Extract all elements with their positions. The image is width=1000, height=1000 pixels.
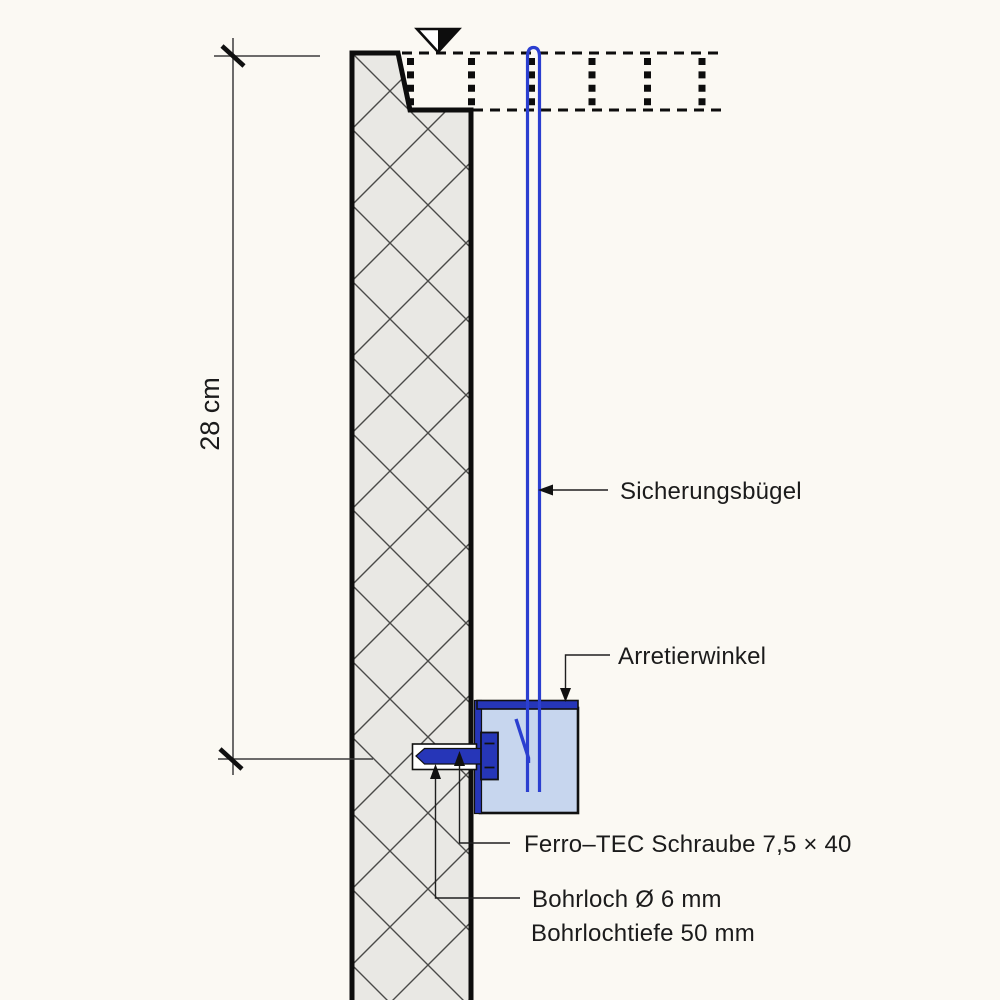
schraube-label: Ferro–TEC Schraube 7,5 × 40 bbox=[524, 831, 852, 858]
schraube-leader-arrow bbox=[454, 751, 510, 844]
sicherungsbuegel-hairpin bbox=[525, 45, 542, 792]
wall-outline bbox=[349, 50, 474, 1000]
sicherungsbuegel-leader-arrow bbox=[538, 484, 608, 496]
dimension-tick-icon bbox=[218, 747, 244, 771]
deck-joint-dotted-lines bbox=[407, 58, 706, 108]
arretierwinkel-label: Arretierwinkel bbox=[618, 643, 766, 670]
dimension-28cm: 28 cm bbox=[195, 38, 373, 775]
screw-head bbox=[480, 731, 499, 781]
bohrloch-label: Bohrloch Ø 6 mm bbox=[532, 886, 722, 913]
screw-head-marks bbox=[484, 742, 495, 769]
dimension-label: 28 cm bbox=[195, 377, 225, 451]
bohrloch-leader-arrow bbox=[430, 764, 520, 899]
wall-cross-section bbox=[349, 50, 474, 1000]
labels: Sicherungsbügel Arretierwinkel Ferro–TEC… bbox=[524, 478, 852, 947]
decking-profile-dashed bbox=[402, 51, 723, 112]
bohrlochtiefe-label: Bohrlochtiefe 50 mm bbox=[531, 920, 755, 947]
sicherungsbuegel-line bbox=[514, 45, 542, 792]
level-triangle-icon bbox=[414, 27, 462, 54]
screw-shaft bbox=[415, 747, 485, 765]
arretierwinkel-leader-arrow bbox=[560, 654, 610, 702]
sicherungsbuegel-label: Sicherungsbügel bbox=[620, 478, 802, 505]
dimension-tick-icon bbox=[220, 44, 246, 68]
sicherungsbuegel-latch bbox=[514, 718, 531, 763]
leader-lines bbox=[430, 484, 610, 899]
